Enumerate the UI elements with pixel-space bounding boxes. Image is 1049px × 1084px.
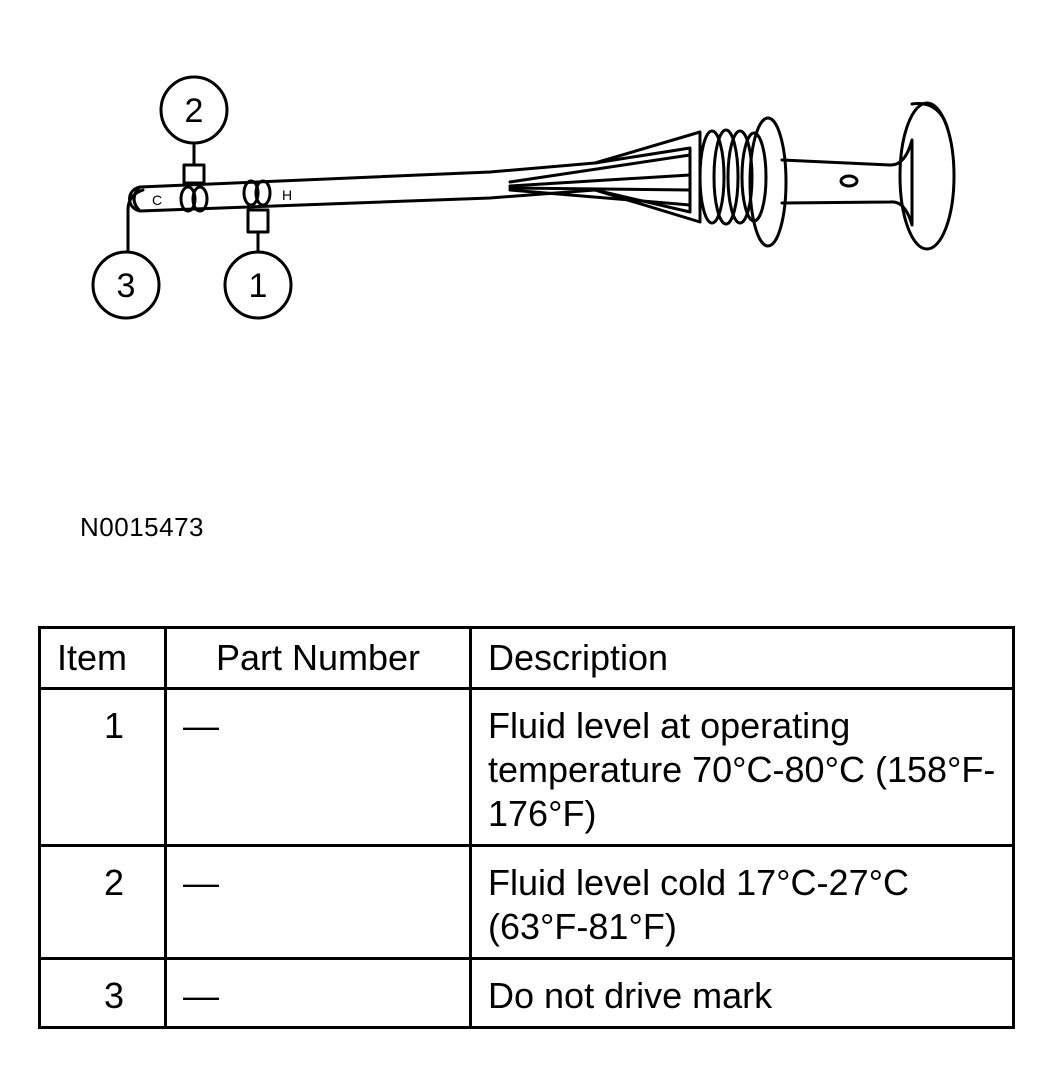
leader-bracket-1 [246,208,270,234]
table-row: 1 — Fluid level at operating temperature… [38,687,1015,847]
row-item: 1 [38,687,167,847]
row-description: Fluid level at operating temperature 70°… [469,687,1015,847]
row-description: Do not drive mark [469,957,1015,1029]
leader-bracket-2 [182,163,206,185]
row-item: 3 [38,957,167,1029]
seal-ring [726,129,754,225]
table-row: 2 — Fluid level cold 17°C-27°C (63°F-81°… [38,844,1015,960]
callout-label-3: 3 [117,267,136,305]
seal-ring [712,128,740,226]
row-part-number: — [164,844,472,960]
level-mark-hot-a [242,179,260,207]
table-header-row: Item Part Number Description [38,626,1015,690]
handle-knob [898,101,956,251]
handle-knob-rim [910,102,950,132]
header-description: Description [469,626,1015,690]
row-part-number: — [164,957,472,1029]
level-mark-cold-a [179,185,197,213]
row-description: Fluid level cold 17°C-27°C (63°F-81°F) [469,844,1015,960]
header-part-number: Part Number [164,626,472,690]
handle-shaft [780,138,914,227]
seal-ring [698,129,726,225]
taper-line [508,186,692,192]
legend-table: Item Part Number Description 1 — Fluid l… [38,626,1015,1029]
table-row: 3 — Do not drive mark [38,957,1015,1029]
taper-line [508,153,692,184]
handle-collar [748,116,788,248]
row-part-number: — [164,687,472,847]
dipstick-diagram: C H 2 1 3 [91,75,956,320]
handle-hole [839,174,859,188]
callout-circle-1 [223,250,293,320]
callout-label-1: 1 [249,267,268,305]
row-item: 2 [38,844,167,960]
taper-line [508,173,692,188]
callout-label-2: 2 [185,92,204,130]
callout-circle-3 [91,250,161,320]
hot-mark-label: H [282,187,292,203]
level-mark-hot-b [254,179,272,207]
callout-circle-2 [159,75,229,145]
cold-mark-label: C [152,192,162,208]
level-mark-cold-b [191,185,209,213]
taper-line [508,188,692,207]
leader-line-3 [126,188,145,252]
figure-id: N0015473 [80,512,204,542]
header-item: Item [38,626,167,690]
